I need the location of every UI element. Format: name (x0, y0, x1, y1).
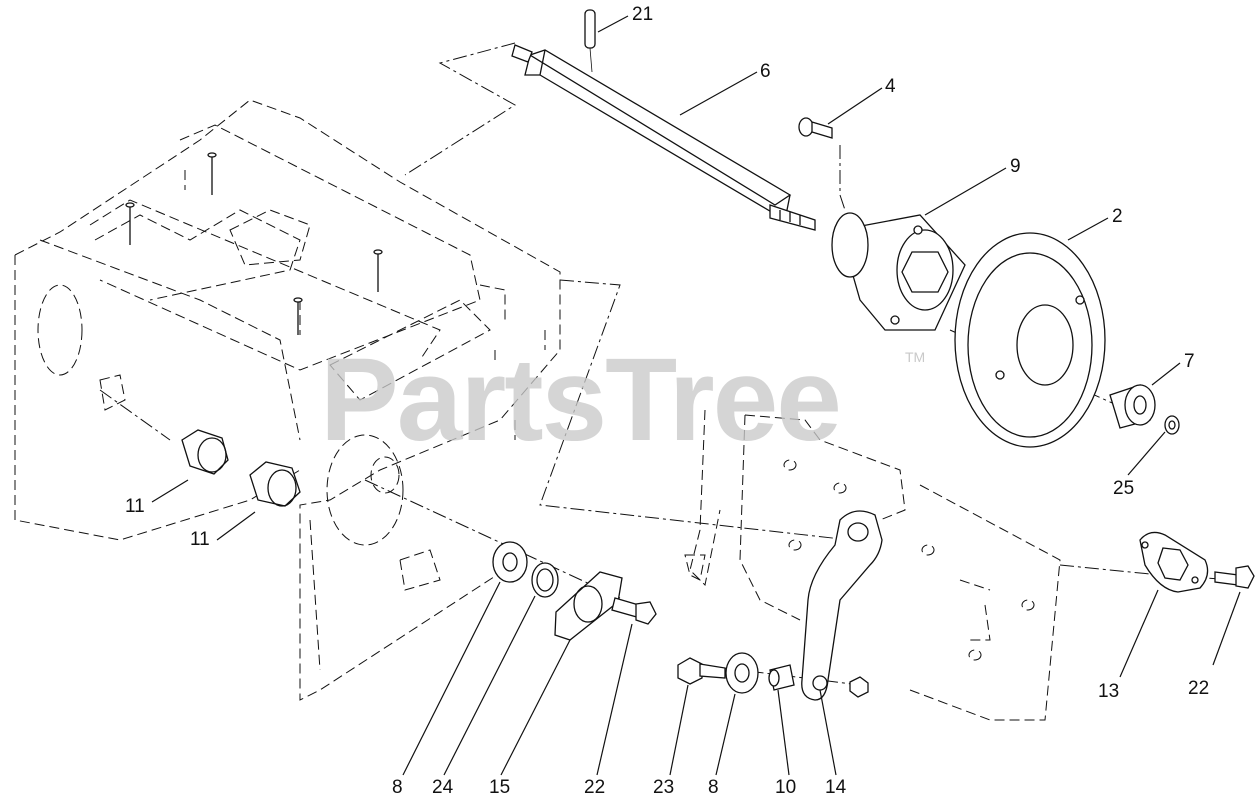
callout-13: 13 (1098, 681, 1119, 702)
callout-15: 15 (489, 777, 510, 798)
callout-10: 10 (775, 777, 796, 798)
callout-labels: 21 6 4 9 2 7 25 11 11 13 22 8 24 15 22 2… (125, 4, 1209, 798)
part-24-washer (531, 562, 559, 598)
hex-nut (849, 676, 869, 698)
mounting-plate (684, 409, 1061, 721)
callout-11-right: 11 (190, 529, 210, 550)
part-10-spacer (768, 664, 795, 691)
part-8-bearing-lower (725, 652, 759, 694)
callout-4: 4 (885, 76, 896, 97)
part-22-bolt-lower (611, 597, 657, 625)
callout-2: 2 (1112, 206, 1123, 227)
callout-11-left: 11 (125, 496, 145, 517)
leader-lines (151, 15, 1241, 776)
callout-24: 24 (432, 777, 454, 798)
part-9-bearing-housing (831, 212, 966, 331)
part-7-hub (1109, 384, 1156, 429)
watermark-trademark: TM (905, 349, 925, 365)
callout-22-right: 22 (1188, 678, 1209, 699)
callout-23: 23 (653, 777, 674, 798)
part-13-bearing-flange (1139, 531, 1209, 593)
callout-9: 9 (1010, 156, 1021, 177)
part-15-bearing-flange (554, 571, 623, 641)
part-11-bushing-right (249, 461, 301, 507)
part-2-pulley (954, 232, 1106, 448)
part-25-washer (1164, 415, 1180, 435)
frame-housing (14, 99, 561, 701)
callout-25: 25 (1113, 478, 1134, 499)
part-4-bolt (798, 117, 833, 139)
callout-8-lower: 8 (708, 777, 719, 798)
part-14-idler-arm (801, 510, 883, 701)
part-8-bearing-upper (492, 541, 528, 583)
callout-8-left: 8 (392, 777, 403, 798)
callout-22-lower: 22 (584, 777, 605, 798)
callout-21: 21 (632, 4, 653, 25)
part-23-bolt (677, 657, 726, 685)
part-6-auger-shaft (511, 44, 816, 231)
part-22-bolt-right (1214, 565, 1255, 589)
part-11-bushing-left (181, 429, 229, 475)
partstree-watermark: PartsTree TM (320, 334, 925, 466)
callout-14: 14 (825, 777, 847, 798)
watermark-text: PartsTree (320, 334, 840, 466)
callout-6: 6 (760, 61, 771, 82)
callout-7: 7 (1184, 351, 1195, 372)
part-21-roll-pin (584, 9, 596, 73)
